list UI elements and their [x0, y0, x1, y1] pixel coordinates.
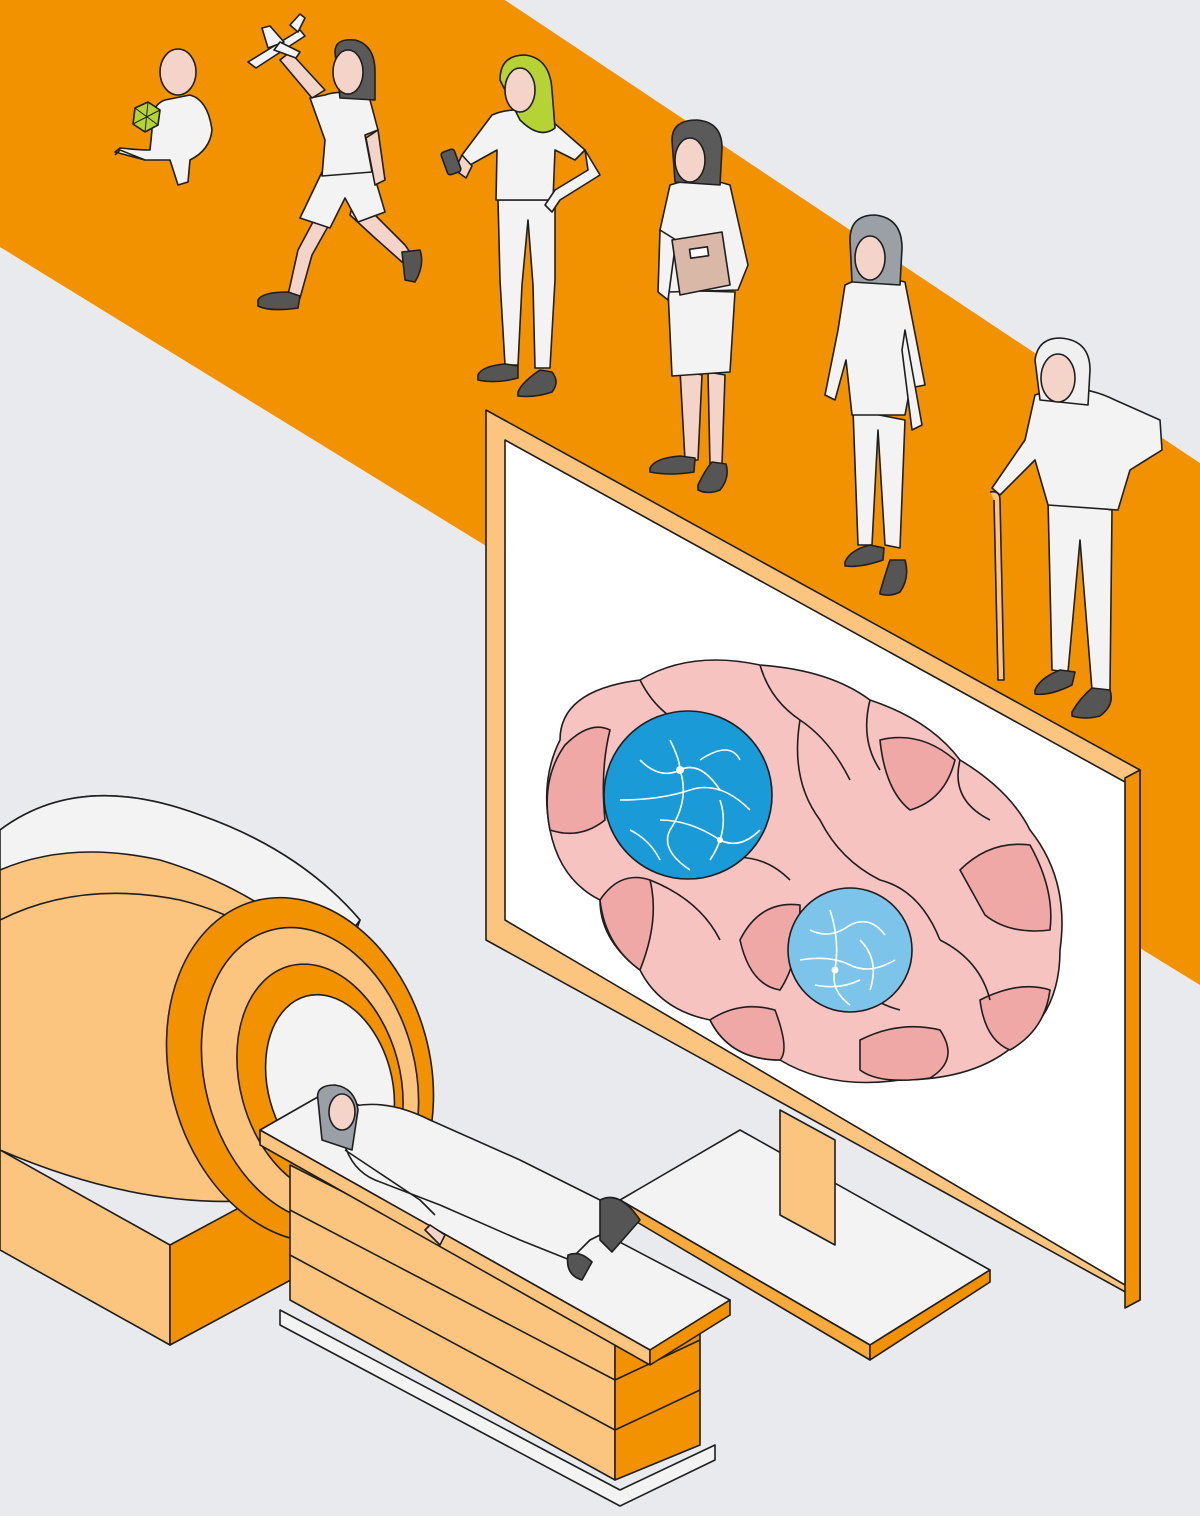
book-icon: [671, 231, 731, 296]
figure-middle-aged-adult: [824, 214, 926, 596]
brain-illustration: [545, 659, 1063, 1084]
neuron-magnifier-small: [787, 887, 913, 1013]
patient-lying: [316, 1084, 641, 1281]
figure-baby: [114, 48, 213, 186]
figure-elderly-with-cane: [989, 337, 1163, 719]
figure-child-with-airplane: [247, 13, 423, 311]
neuron-magnifier-large: [603, 710, 773, 880]
figure-teen-with-phone: [440, 54, 601, 398]
monitor-stand-neck: [779, 1109, 836, 1246]
figure-adult-with-book: [649, 119, 749, 494]
toy-airplane-icon: [247, 13, 306, 69]
phone-icon: [440, 148, 462, 176]
